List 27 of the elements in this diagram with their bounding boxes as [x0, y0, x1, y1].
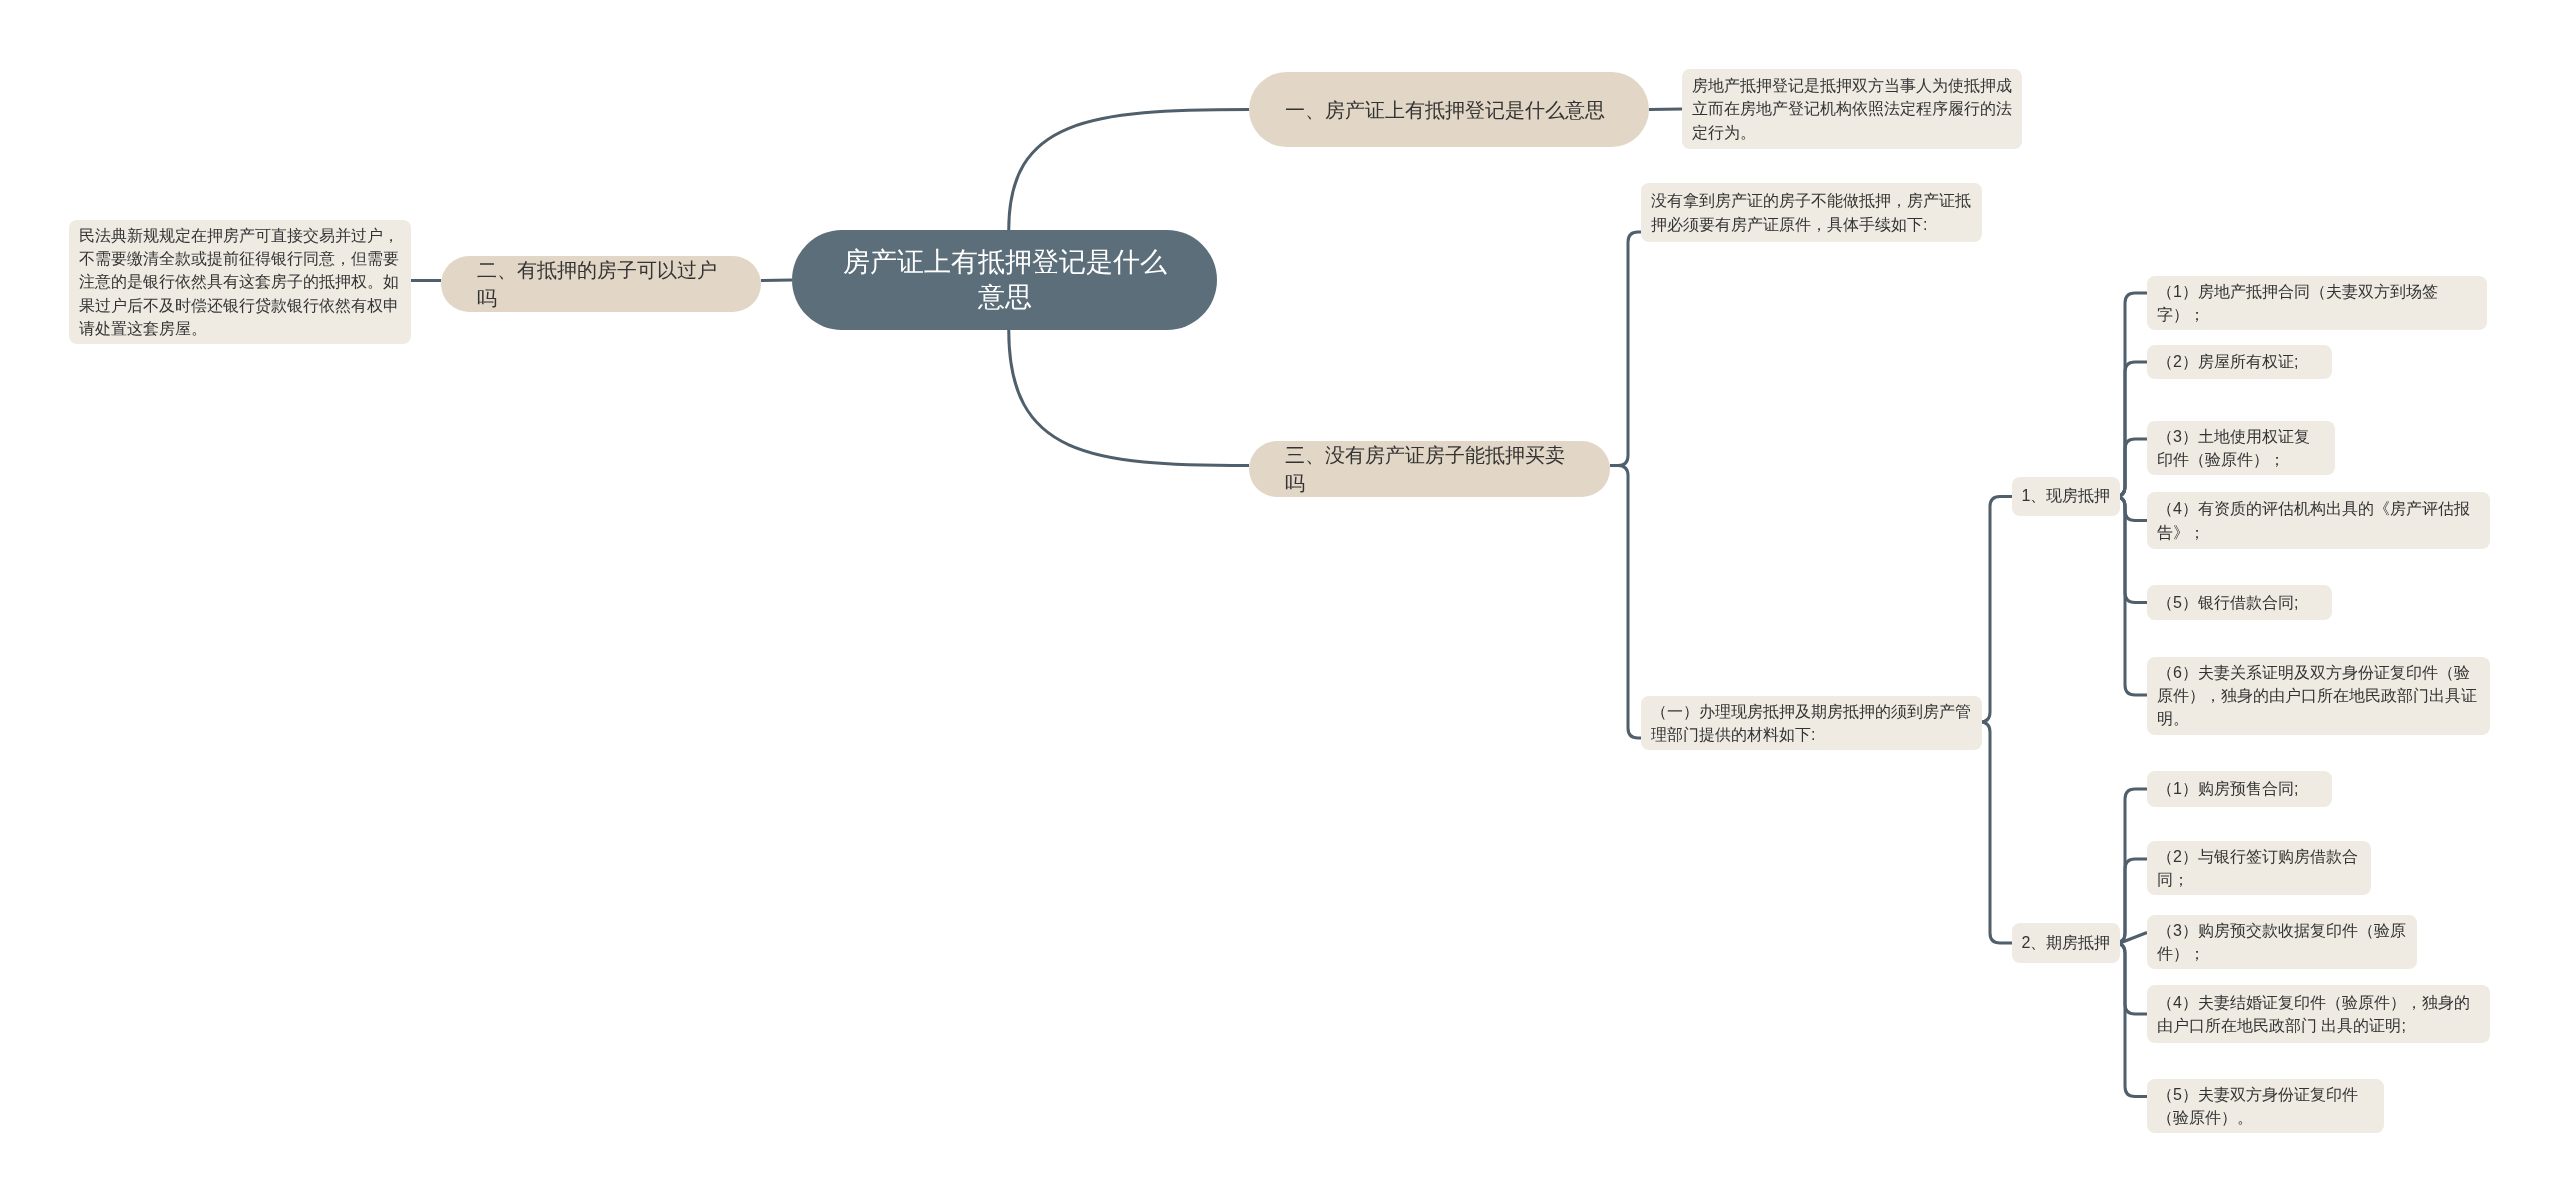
note-box: 房地产抵押登记是抵押双方当事人为使抵押成立而在房地产登记机构依照法定程序履行的法定行为。 — [1682, 69, 2022, 149]
item-box: （1）房地产抵押合同（夫妻双方到场签字）； — [2147, 276, 2487, 331]
connector — [1007, 108, 1249, 231]
item-box: （5）夫妻双方身份证复印件（验原件）。 — [2147, 1079, 2384, 1134]
item-box: （2）房屋所有权证; — [2147, 345, 2332, 379]
connector — [1007, 329, 1249, 467]
item-box: （4）有资质的评估机构出具的《房产评估报告》； — [2147, 492, 2490, 549]
item-box: （1）购房预售合同; — [2147, 771, 2332, 807]
connector — [2119, 931, 2148, 945]
topic-box: 1、现房抵押 — [2012, 477, 2120, 516]
connector — [760, 278, 793, 282]
item-box: （3）购房预交款收据复印件（验原件）； — [2147, 915, 2417, 970]
branch-pill: 一、房产证上有抵押登记是什么意思 — [1249, 72, 1649, 147]
item-box: （6）夫妻关系证明及双方身份证复印件（验原件），独身的由户口所在地民政部门出具证明。 — [2147, 657, 2490, 735]
note-box: （一）办理现房抵押及期房抵押的须到房产管理部门提供的材料如下: — [1641, 696, 1982, 751]
connector — [411, 279, 441, 282]
note-box: 民法典新规规定在押房产可直接交易并过户，不需要缴清全款或提前征得银行同意，但需要注意的是银行依然具有这套房子的抵押权。如果过户后不及时偿还银行贷款银行依然有权申请处置这套房屋。 — [69, 220, 411, 344]
note-box: 没有拿到房产证的房子不能做抵押，房产证抵押必须要有房产证原件，具体手续如下: — [1641, 183, 1982, 242]
branch-pill: 二、有抵押的房子可以过户吗 — [441, 256, 761, 312]
branch-pill: 三、没有房产证房子能抵押买卖吗 — [1249, 441, 1610, 497]
item-box: （2）与银行签订购房借款合同； — [2147, 841, 2371, 896]
connector — [1648, 107, 1683, 111]
item-box: （5）银行借款合同; — [2147, 585, 2332, 620]
item-box: （3）土地使用权证复印件（验原件）； — [2147, 421, 2335, 476]
item-box: （4）夫妻结婚证复印件（验原件），独身的由户口所在地民政部门 出具的证明; — [2147, 985, 2490, 1043]
topic-pill: 房产证上有抵押登记是什么意思 — [792, 230, 1217, 330]
topic-box: 2、期房抵押 — [2012, 923, 2120, 963]
